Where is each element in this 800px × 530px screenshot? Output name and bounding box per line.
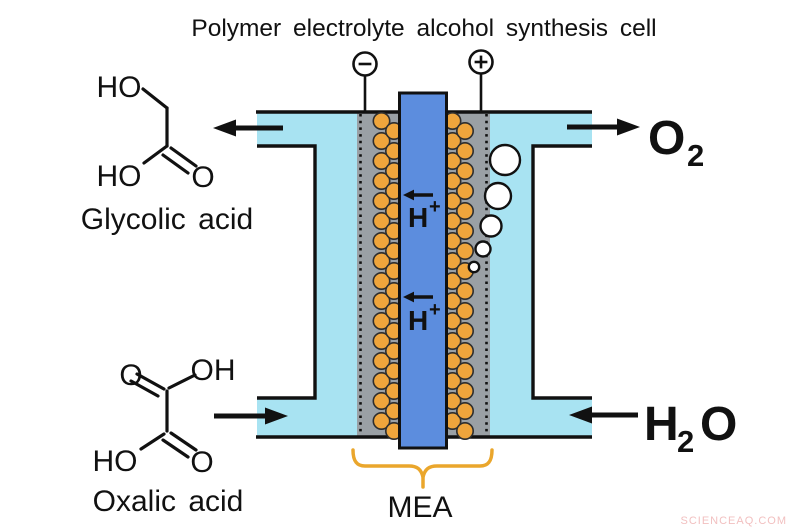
atom-label: HO [97, 160, 142, 193]
mea-label: MEA [387, 491, 452, 524]
atom-label: OH [191, 354, 236, 387]
catalyst-particle-layers [372, 112, 474, 440]
left-arrow-icon [403, 189, 433, 201]
atom-label: O [190, 446, 213, 479]
oxygen-out-arrow [567, 118, 640, 136]
water-in-arrow [569, 406, 638, 424]
atom-label: HO [93, 445, 138, 478]
positive-electrode [468, 49, 494, 113]
polymer-membrane [398, 91, 448, 450]
water-h: H [644, 398, 679, 451]
water-label: H 2 O [644, 398, 737, 459]
left-cell-block [257, 144, 317, 400]
oxygen-bubbles [467, 143, 522, 274]
glycolic-acid-label: Glycolic acid [81, 203, 253, 236]
diagram-title: Polymer electrolyte alcohol synthesis ce… [191, 15, 656, 42]
water-o: O [700, 398, 737, 451]
oxalic-acid-label: Oxalic acid [93, 485, 244, 518]
atom-label: O [191, 161, 214, 194]
left-arrow-icon [403, 291, 433, 303]
glycolic-acid-out-arrow [213, 119, 283, 137]
atom-label: O [119, 359, 142, 392]
oxalic-acid-structure: O OH HO O [93, 354, 236, 479]
oxygen-symbol: O [648, 112, 685, 165]
proton-charge: + [429, 299, 441, 321]
watermark-text: SCIENCEAQ.COM [680, 515, 787, 527]
proton-transport-lower: H + [403, 291, 441, 336]
proton-transport-upper: H + [403, 189, 441, 233]
proton-label: H [408, 305, 428, 336]
oxygen-subscript: 2 [687, 138, 704, 173]
mea-brace [351, 448, 494, 489]
oxygen-label: O 2 [648, 112, 704, 173]
water-subscript: 2 [677, 424, 694, 459]
atom-label: HO [97, 71, 142, 104]
right-cell-block [531, 144, 592, 400]
plus-electrode-icon [474, 55, 488, 69]
oxalic-acid-in-arrow [214, 407, 288, 425]
proton-charge: + [429, 196, 441, 218]
glycolic-acid-structure: HO HO O [97, 71, 215, 194]
negative-electrode [352, 51, 378, 113]
proton-label: H [408, 202, 428, 233]
